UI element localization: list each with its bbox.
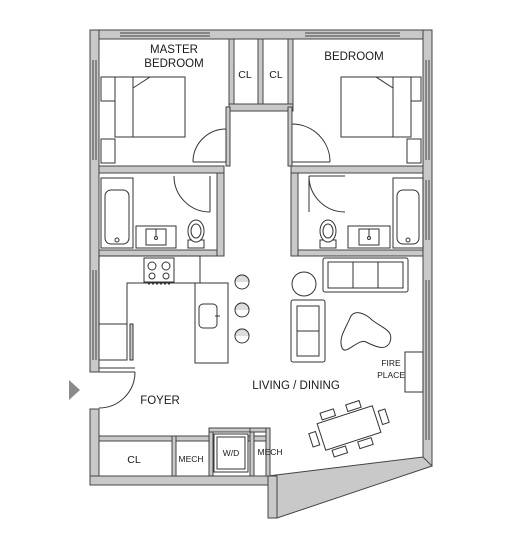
washer-dryer-icon: [213, 433, 249, 473]
closet-label-left: CL: [238, 69, 252, 81]
bathtub-icon: [100, 177, 134, 249]
sink-icon: [135, 225, 177, 249]
toilet-icon: [187, 219, 205, 249]
foyer-label: FOYER: [140, 395, 180, 407]
coffee-table-icon: [340, 312, 392, 351]
mech-label-left: MECH: [178, 454, 203, 464]
sofa-icon: [322, 257, 409, 293]
fire-place-label-1: FIRE: [381, 358, 401, 368]
door-swing-icon: [98, 123, 346, 409]
kitchen: [98, 255, 229, 364]
bathtub-icon: [392, 177, 424, 249]
stove-icon: [143, 257, 175, 285]
closet-label-right: CL: [269, 69, 283, 81]
master-bedroom-label-2: BEDROOM: [144, 58, 203, 70]
windows: [92, 32, 430, 440]
side-table-icon: [291, 271, 317, 297]
sink-icon: [347, 225, 391, 249]
bed-icon: [100, 76, 186, 164]
armchair-icon: [290, 299, 326, 363]
fire-place-label-2: PLACE: [377, 370, 405, 380]
bar-stools: [234, 274, 250, 344]
dining-table-icon: [308, 399, 390, 458]
toilet-icon: [319, 219, 337, 249]
washer-dryer-label: W/D: [223, 448, 240, 458]
mech-label-right: MECH: [257, 447, 282, 457]
walls: [89, 29, 433, 519]
living-dining-label: LIVING / DINING: [252, 380, 340, 392]
master-bedroom-label-1: MASTER: [150, 44, 198, 56]
bed-icon: [340, 76, 422, 164]
entry-arrow-icon: [69, 380, 80, 400]
foyer-closet-label: CL: [127, 454, 141, 466]
fireplace-icon: [404, 351, 424, 393]
bedroom-label: BEDROOM: [324, 51, 383, 63]
